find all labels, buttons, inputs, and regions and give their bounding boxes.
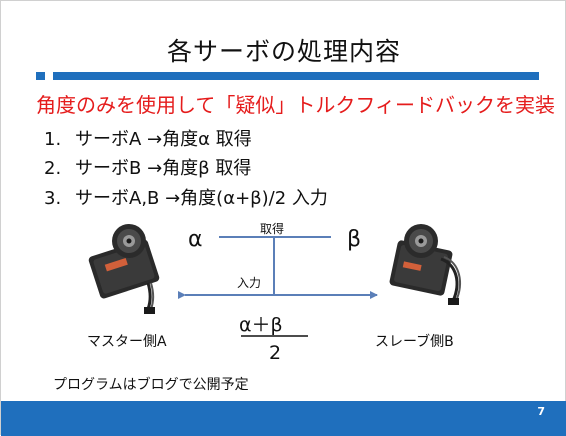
get-label: 取得 — [260, 222, 285, 236]
list-item-number: 1. — [44, 129, 62, 150]
beta-label: β — [347, 227, 362, 252]
list-item-text: サーボA →角度α 取得 — [75, 129, 252, 150]
alpha-label: α — [188, 227, 203, 252]
list-item: 2. サーボB →角度β 取得 — [44, 154, 251, 180]
formula-numerator: α＋β — [239, 314, 283, 336]
title-rule-square — [36, 72, 45, 80]
list-item: 1. サーボA →角度α 取得 — [44, 125, 252, 151]
master-servo-icon — [88, 224, 160, 314]
list-item-number: 2. — [44, 158, 62, 179]
slide-subtitle: 角度のみを使用して「疑似」トルクフィードバックを実装 — [36, 93, 555, 117]
master-label: マスター側A — [87, 334, 167, 350]
list-item: 3. サーボA,B →角度(α+β)/2 入力 — [44, 184, 328, 210]
page-number: 7 — [537, 405, 545, 418]
footer-bar — [1, 401, 566, 436]
list-item-number: 3. — [44, 188, 62, 209]
title-rule-bar — [53, 72, 539, 80]
note-text: プログラムはブログで公開予定 — [53, 377, 249, 393]
input-label: 入力 — [237, 276, 262, 290]
list-item-text: サーボB →角度β 取得 — [75, 158, 252, 179]
slave-servo-icon — [389, 224, 461, 305]
slide-title: 各サーボの処理内容 — [166, 37, 401, 66]
slave-label: スレーブ側B — [375, 334, 454, 350]
formula-denominator: 2 — [269, 342, 282, 364]
list-item-text: サーボA,B →角度(α+β)/2 入力 — [75, 188, 328, 209]
